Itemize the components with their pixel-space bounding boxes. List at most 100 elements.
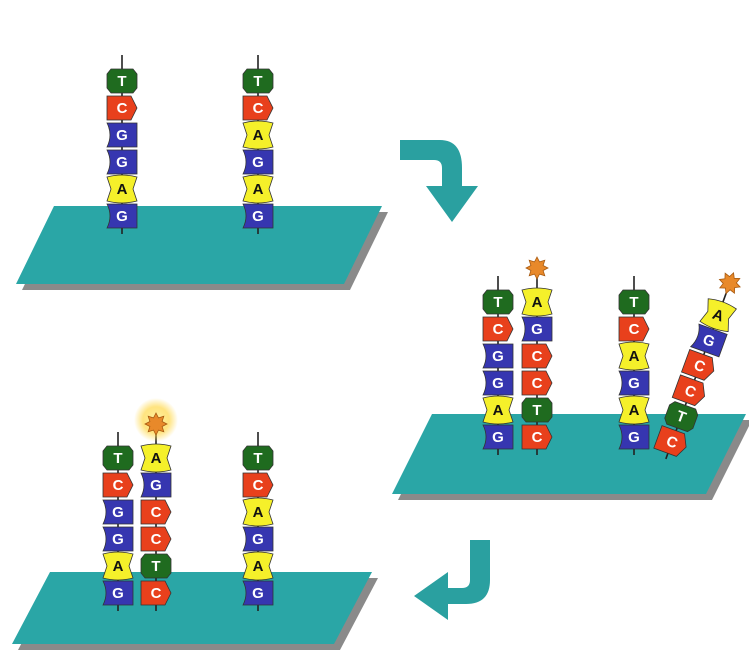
base-label: C — [113, 477, 124, 494]
fluorescent-label-icon — [144, 412, 168, 436]
base-T: T — [106, 68, 138, 94]
base-label: G — [112, 504, 124, 521]
base-G: G — [618, 424, 650, 450]
base-C: C — [140, 580, 172, 606]
base-label: C — [253, 477, 264, 494]
base-G: G — [106, 122, 138, 148]
base-label: A — [629, 348, 640, 365]
base-T: T — [242, 68, 274, 94]
base-label: A — [532, 294, 543, 311]
base-G: G — [242, 526, 274, 552]
base-label: G — [492, 375, 504, 392]
base-label: G — [252, 154, 264, 171]
base-label: A — [253, 181, 264, 198]
base-G: G — [102, 526, 134, 552]
base-label: C — [151, 504, 162, 521]
base-C: C — [140, 499, 172, 525]
base-label: G — [252, 208, 264, 225]
base-C: C — [140, 526, 172, 552]
base-label: T — [629, 294, 638, 311]
base-label: G — [112, 531, 124, 548]
base-label: A — [253, 127, 264, 144]
base-A: A — [242, 497, 274, 527]
base-G: G — [482, 343, 514, 369]
base-label: A — [253, 558, 264, 575]
base-C: C — [102, 472, 134, 498]
base-label: T — [532, 402, 541, 419]
base-C: C — [106, 95, 138, 121]
base-C: C — [618, 316, 650, 342]
base-G: G — [482, 370, 514, 396]
base-label: G — [531, 321, 543, 338]
base-label: C — [532, 348, 543, 365]
base-G: G — [106, 203, 138, 229]
base-G: G — [242, 203, 274, 229]
base-label: T — [113, 450, 122, 467]
base-label: A — [117, 181, 128, 198]
base-label: G — [492, 429, 504, 446]
arrow-step-2 — [414, 540, 490, 620]
base-T: T — [521, 397, 553, 423]
base-label: A — [113, 558, 124, 575]
surface-plate — [392, 414, 749, 500]
base-label: G — [116, 127, 128, 144]
base-A: A — [242, 551, 274, 581]
base-A: A — [106, 174, 138, 204]
base-label: A — [253, 504, 264, 521]
base-label: C — [151, 531, 162, 548]
base-A: A — [699, 298, 737, 332]
surface-plate — [16, 206, 388, 290]
base-T: T — [140, 553, 172, 579]
base-label: G — [628, 429, 640, 446]
base-label: C — [117, 100, 128, 117]
base-label: C — [532, 375, 543, 392]
base-A: A — [482, 395, 514, 425]
base-label: C — [532, 429, 543, 446]
base-G: G — [521, 316, 553, 342]
base-label: A — [151, 450, 162, 467]
base-C: C — [521, 343, 553, 369]
base-G: G — [106, 149, 138, 175]
base-G: G — [102, 580, 134, 606]
base-C: C — [680, 348, 715, 381]
base-label: C — [493, 321, 504, 338]
base-label: G — [492, 348, 504, 365]
base-label: C — [151, 585, 162, 602]
base-label: C — [629, 321, 640, 338]
base-G: G — [242, 580, 274, 606]
base-C: C — [671, 374, 705, 407]
base-T: T — [664, 401, 699, 433]
base-A: A — [242, 174, 274, 204]
base-label: G — [252, 585, 264, 602]
base-A: A — [618, 341, 650, 371]
base-A: A — [521, 287, 553, 317]
base-A: A — [102, 551, 134, 581]
base-C: C — [521, 370, 553, 396]
base-label: T — [493, 294, 502, 311]
base-G: G — [482, 424, 514, 450]
base-T: T — [618, 289, 650, 315]
base-A: A — [242, 120, 274, 150]
base-T: T — [102, 445, 134, 471]
base-A: A — [618, 395, 650, 425]
base-T: T — [482, 289, 514, 315]
surface-plate — [12, 572, 378, 650]
base-C: C — [653, 425, 687, 457]
base-label: G — [112, 585, 124, 602]
base-label: G — [252, 531, 264, 548]
base-label: G — [700, 331, 717, 351]
base-G: G — [140, 472, 172, 498]
base-G: G — [618, 370, 650, 396]
base-G: G — [102, 499, 134, 525]
base-T: T — [242, 445, 274, 471]
base-label: G — [116, 154, 128, 171]
